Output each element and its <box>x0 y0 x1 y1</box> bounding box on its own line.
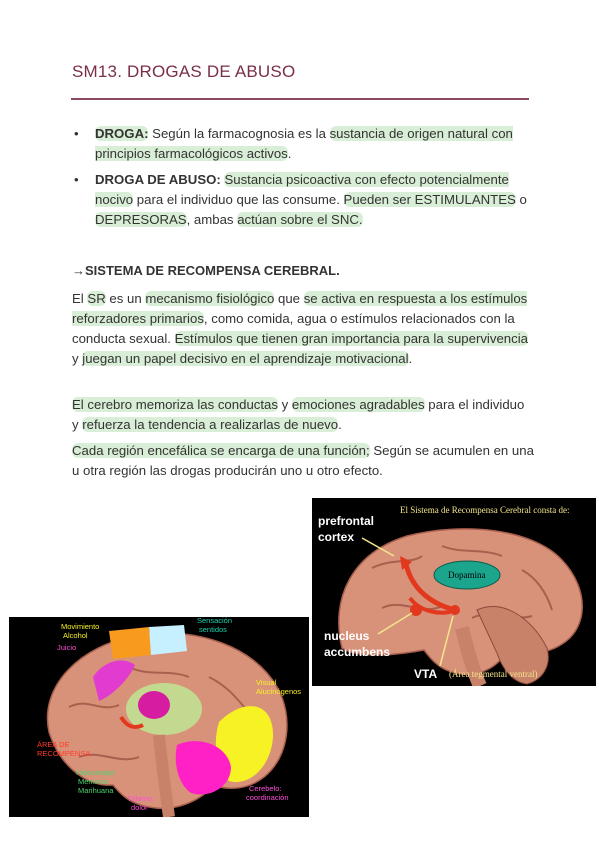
text: que <box>278 291 301 306</box>
vta-marker <box>450 605 460 615</box>
text: Según se acumulen en una u otra región l… <box>72 443 534 478</box>
coordinacion-label: coordinación <box>246 793 289 802</box>
nucleus-accumbens-marker <box>410 604 422 616</box>
nucleus-pointer <box>377 612 413 635</box>
alucinogenos-label: Alucinógenos <box>256 687 301 696</box>
paragraph-2: El cerebro memoriza las conductas y emoc… <box>72 395 534 435</box>
bullet-icon: • <box>74 126 79 141</box>
cerebellum <box>476 605 549 685</box>
judgment-region <box>93 660 135 701</box>
highlight-text: Pueden ser ESTIMULANTES <box>343 192 516 207</box>
text: . <box>338 417 342 432</box>
term-droga: DROGA: <box>95 126 149 141</box>
visual-region <box>215 706 274 783</box>
area-recompensa-label-1: ÁREA DE <box>37 740 70 749</box>
sentidos-label: sentidos <box>199 625 227 634</box>
brain-gyri <box>68 666 250 761</box>
prefrontal-pointer <box>361 537 395 557</box>
arrow-icon: → <box>72 263 85 278</box>
highlight-text: refuerza la tendencia a realizarlas de n… <box>82 417 339 432</box>
definition-text: , ambas <box>186 212 234 227</box>
definitions-list: •DROGA: Según la farmacognosia es la sus… <box>72 124 532 236</box>
list-item: •DROGA: Según la farmacognosia es la sus… <box>72 124 532 164</box>
highlight-text: emociones agradables <box>291 397 425 412</box>
juicio-label: Juicio <box>57 643 76 652</box>
sensacion-label: Sensación <box>197 617 232 625</box>
section-heading: →SISTEMA DE RECOMPENSA CEREBRAL. <box>72 263 340 278</box>
pathway-arrowhead <box>400 556 412 570</box>
nucleus-label: nucleus <box>324 629 370 643</box>
text: para el individuo y <box>72 397 525 432</box>
thalamus-region <box>138 691 170 719</box>
cortex-label: cortex <box>318 530 354 544</box>
talamo-label: Tálamo: <box>127 794 154 803</box>
motor-region <box>109 627 151 659</box>
highlight-text: juegan un papel decisivo en el aprendiza… <box>82 351 409 366</box>
movimiento-label: Movimiento <box>61 622 99 631</box>
vta-pointer <box>439 615 454 667</box>
definition-text: para el individuo que las consume. <box>136 192 340 207</box>
bullet-icon: • <box>74 172 79 187</box>
section-heading-text: SISTEMA DE RECOMPENSA CEREBRAL. <box>85 263 340 278</box>
brainstem <box>153 734 175 817</box>
highlight-text: actúan sobre el SNC. <box>237 212 363 227</box>
highlight-text: DEPRESORAS <box>95 212 187 227</box>
hipocampo-label: Hipocampo: <box>76 768 116 777</box>
paragraph-1: El SR es un mecanismo fisiológico que se… <box>72 289 534 369</box>
dopamina-ellipse <box>433 560 501 590</box>
vta-description: (Área tegmental ventral) <box>449 669 537 679</box>
paragraph-3: Cada región encefálica se encarga de una… <box>72 441 534 481</box>
text: . <box>408 351 413 366</box>
highlight-text: SR <box>87 291 106 306</box>
highlight-text: mecanismo fisiológico <box>145 291 275 306</box>
accumbens-label: accumbens <box>324 645 390 659</box>
definition-text: Según la farmacognosia es la <box>152 126 326 141</box>
sensory-region <box>149 625 187 655</box>
highlight-text: Cada región encefálica se encarga de una… <box>72 443 370 458</box>
marihuana-label: Marihuana <box>78 786 114 795</box>
highlight-text: Estímulos que tienen gran importancia pa… <box>174 331 528 346</box>
text: , como comida, agua o estímulos relacion… <box>72 311 515 346</box>
vta-label: VTA <box>414 667 437 681</box>
alcohol-label: Alcohol <box>63 631 88 640</box>
memoria-label: Memoria <box>78 777 108 786</box>
definition-text: o <box>519 192 527 207</box>
list-item: •DROGA DE ABUSO: Sustancia psicoactiva c… <box>72 170 532 230</box>
area-recompensa-label-2: RECOMPENSA <box>37 749 90 758</box>
dolor-label: dolor <box>131 803 148 812</box>
highlight-text: El cerebro memoriza las conductas <box>72 397 278 412</box>
visual-label: Visual <box>256 678 277 687</box>
term-droga-de-abuso: DROGA DE ABUSO: <box>95 172 221 187</box>
figure-header: El Sistema de Recompensa Cerebral consta… <box>400 505 569 515</box>
brain-regions-figure: Movimiento Alcohol Sensación sentidos Ju… <box>9 617 309 817</box>
reward-area <box>119 715 144 729</box>
dopamina-label: Dopamina <box>448 570 486 580</box>
text: es un <box>109 291 142 306</box>
text: El <box>72 291 84 306</box>
dopamine-pathway <box>403 563 456 613</box>
prefrontal-label: prefrontal <box>318 514 374 528</box>
cerebellum-region <box>175 741 231 795</box>
title-divider <box>71 98 529 100</box>
cerebelo-label: Cerebelo: <box>249 784 282 793</box>
reward-system-figure: El Sistema de Recompensa Cerebral consta… <box>312 498 596 686</box>
text: y <box>72 351 79 366</box>
text: y <box>281 397 289 412</box>
page-title: SM13. DROGAS DE ABUSO <box>72 62 296 81</box>
definition-text: . <box>287 146 292 161</box>
brainstem <box>455 626 487 686</box>
